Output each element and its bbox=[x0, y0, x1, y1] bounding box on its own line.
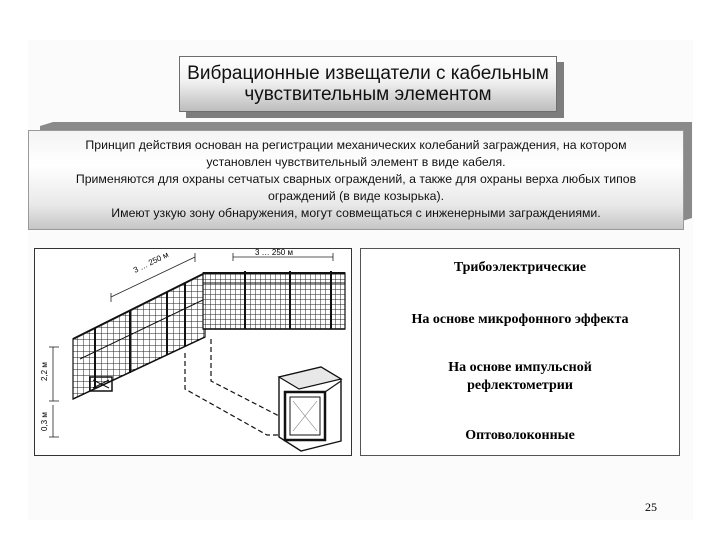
type-pulse-reflectometry-line-1: На основе импульсной bbox=[448, 360, 592, 375]
description-line-2: установлен чувствительный элемент в виде… bbox=[206, 155, 506, 169]
processing-unit bbox=[277, 366, 343, 452]
title-line-1: Вибрационные извещатели с кабельным bbox=[187, 63, 549, 84]
description-line-1: Принцип действия основан на регистрации … bbox=[85, 138, 627, 152]
fence-diagram: 3 … 250 м 3 … 250 м 2,2 м 0,3 м bbox=[34, 248, 352, 456]
length-label-right: 3 … 250 м bbox=[255, 249, 293, 257]
type-triboelectric: Трибоэлектрические bbox=[453, 260, 587, 275]
type-pulse-reflectometry-line-2: рефлектометрии bbox=[467, 378, 573, 393]
height-label-fence: 2,2 м bbox=[40, 362, 49, 381]
height-label-bottom: 0,3 м bbox=[40, 412, 49, 431]
title-line-2: чувствительным элементом bbox=[244, 84, 492, 105]
detector-types-panel: Трибоэлектрические На основе микрофонног… bbox=[360, 248, 680, 456]
type-microphone-effect: На основе микрофонного эффекта bbox=[411, 312, 629, 327]
slide-title: Вибрационные извещатели с кабельным чувс… bbox=[179, 56, 557, 112]
description-line-5: Имеют узкую зону обнаружения, могут совм… bbox=[111, 206, 601, 220]
type-fiber-optic: Оптоволоконные bbox=[465, 428, 575, 443]
page-number: 25 bbox=[645, 500, 657, 514]
description-line-4: ограждений (в виде козырька). bbox=[267, 189, 444, 203]
description-block: Принцип действия основан на регистрации … bbox=[28, 130, 684, 230]
fence-section-right bbox=[202, 272, 346, 330]
length-label-front: 3 … 250 м bbox=[132, 250, 170, 275]
fence-illustration: 3 … 250 м 3 … 250 м 2,2 м 0,3 м bbox=[40, 249, 346, 452]
description-line-3: Применяются для охраны сетчатых сварных … bbox=[75, 172, 637, 186]
